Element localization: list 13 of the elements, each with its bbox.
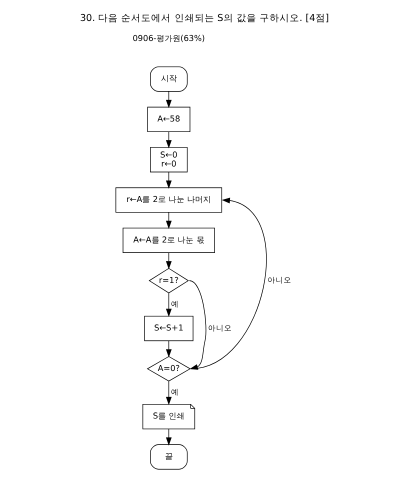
- node-box: 끝: [150, 444, 188, 470]
- node-box: 시작: [150, 66, 188, 92]
- node-box: A←A를 2로 나눈 몫: [122, 228, 214, 253]
- node-box: S←S+1: [144, 316, 193, 342]
- node-box: S←0 r←0: [150, 147, 188, 172]
- arrow: [165, 292, 172, 317]
- label: 0906-평가원(63%): [132, 32, 204, 43]
- node-box: A←58: [146, 106, 190, 132]
- arrow: [165, 380, 172, 406]
- diagram-title: 30. 다음 순서도에서 인쇄되는 S의 값을 구하시오. [4점]: [79, 13, 329, 24]
- node-diamond: r=1?: [148, 268, 188, 294]
- node-box: r←A를 2로 나눈 나머지: [115, 187, 222, 213]
- node-diamond: A=0?: [146, 356, 190, 382]
